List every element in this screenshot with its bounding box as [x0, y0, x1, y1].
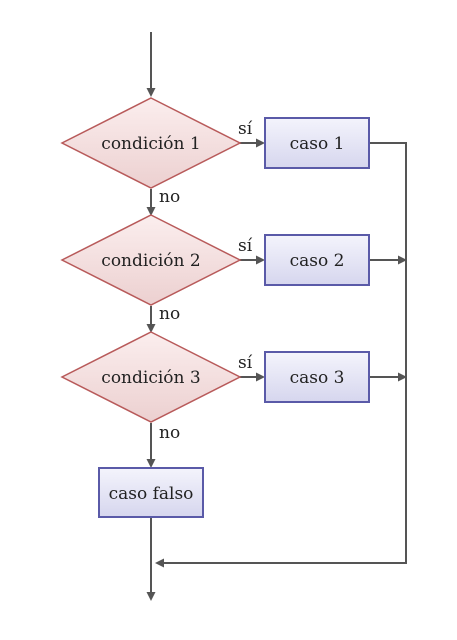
decision-condition-3: condición 3 [60, 331, 242, 423]
decision-condition-1: condición 1 [60, 97, 242, 189]
edges [150, 32, 407, 592]
arrowhead-case-1 [256, 138, 265, 148]
yes-label-condition-2: sí [238, 236, 253, 256]
arrowhead-case-3 [256, 372, 265, 382]
decision-diamond [60, 97, 242, 189]
no-label-condition-3: no [159, 423, 180, 443]
case-label: caso 2 [290, 251, 345, 271]
decision-label: condición 3 [101, 368, 200, 388]
case-label: caso 1 [290, 134, 345, 154]
arrowhead-merge-case-3 [398, 372, 407, 382]
case-1: caso 1 [264, 117, 370, 169]
decision-diamond [60, 331, 242, 423]
arrowhead-merge-case-2 [398, 255, 407, 265]
case-box [264, 117, 370, 169]
decision-diamond [60, 214, 242, 306]
decision-label: condición 1 [101, 134, 200, 154]
case-box [264, 351, 370, 403]
default-case-box [98, 467, 204, 518]
arrowhead-entry [146, 88, 156, 97]
edge-labels: sí sí sí no no no [159, 119, 253, 443]
arrowhead-default-case [146, 459, 156, 468]
arrowhead-case-2 [256, 255, 265, 265]
case-label: caso 3 [290, 368, 345, 388]
yes-label-condition-3: sí [238, 353, 253, 373]
arrowhead-exit [146, 592, 156, 601]
default-case: caso falso [98, 467, 204, 518]
no-label-condition-1: no [159, 187, 180, 207]
decision-condition-2: condición 2 [60, 214, 242, 306]
arrowhead-merge-join [155, 558, 164, 568]
arrowhead-condition-3 [146, 324, 156, 333]
arrowheads [146, 88, 407, 601]
case-3: caso 3 [264, 351, 370, 403]
no-label-condition-2: no [159, 304, 180, 324]
case-box [264, 234, 370, 286]
arrowhead-condition-2 [146, 207, 156, 216]
decision-label: condición 2 [101, 251, 200, 271]
default-case-label: caso falso [109, 484, 194, 504]
yes-label-condition-1: sí [238, 119, 253, 139]
merge-path [164, 142, 407, 564]
case-2: caso 2 [264, 234, 370, 286]
